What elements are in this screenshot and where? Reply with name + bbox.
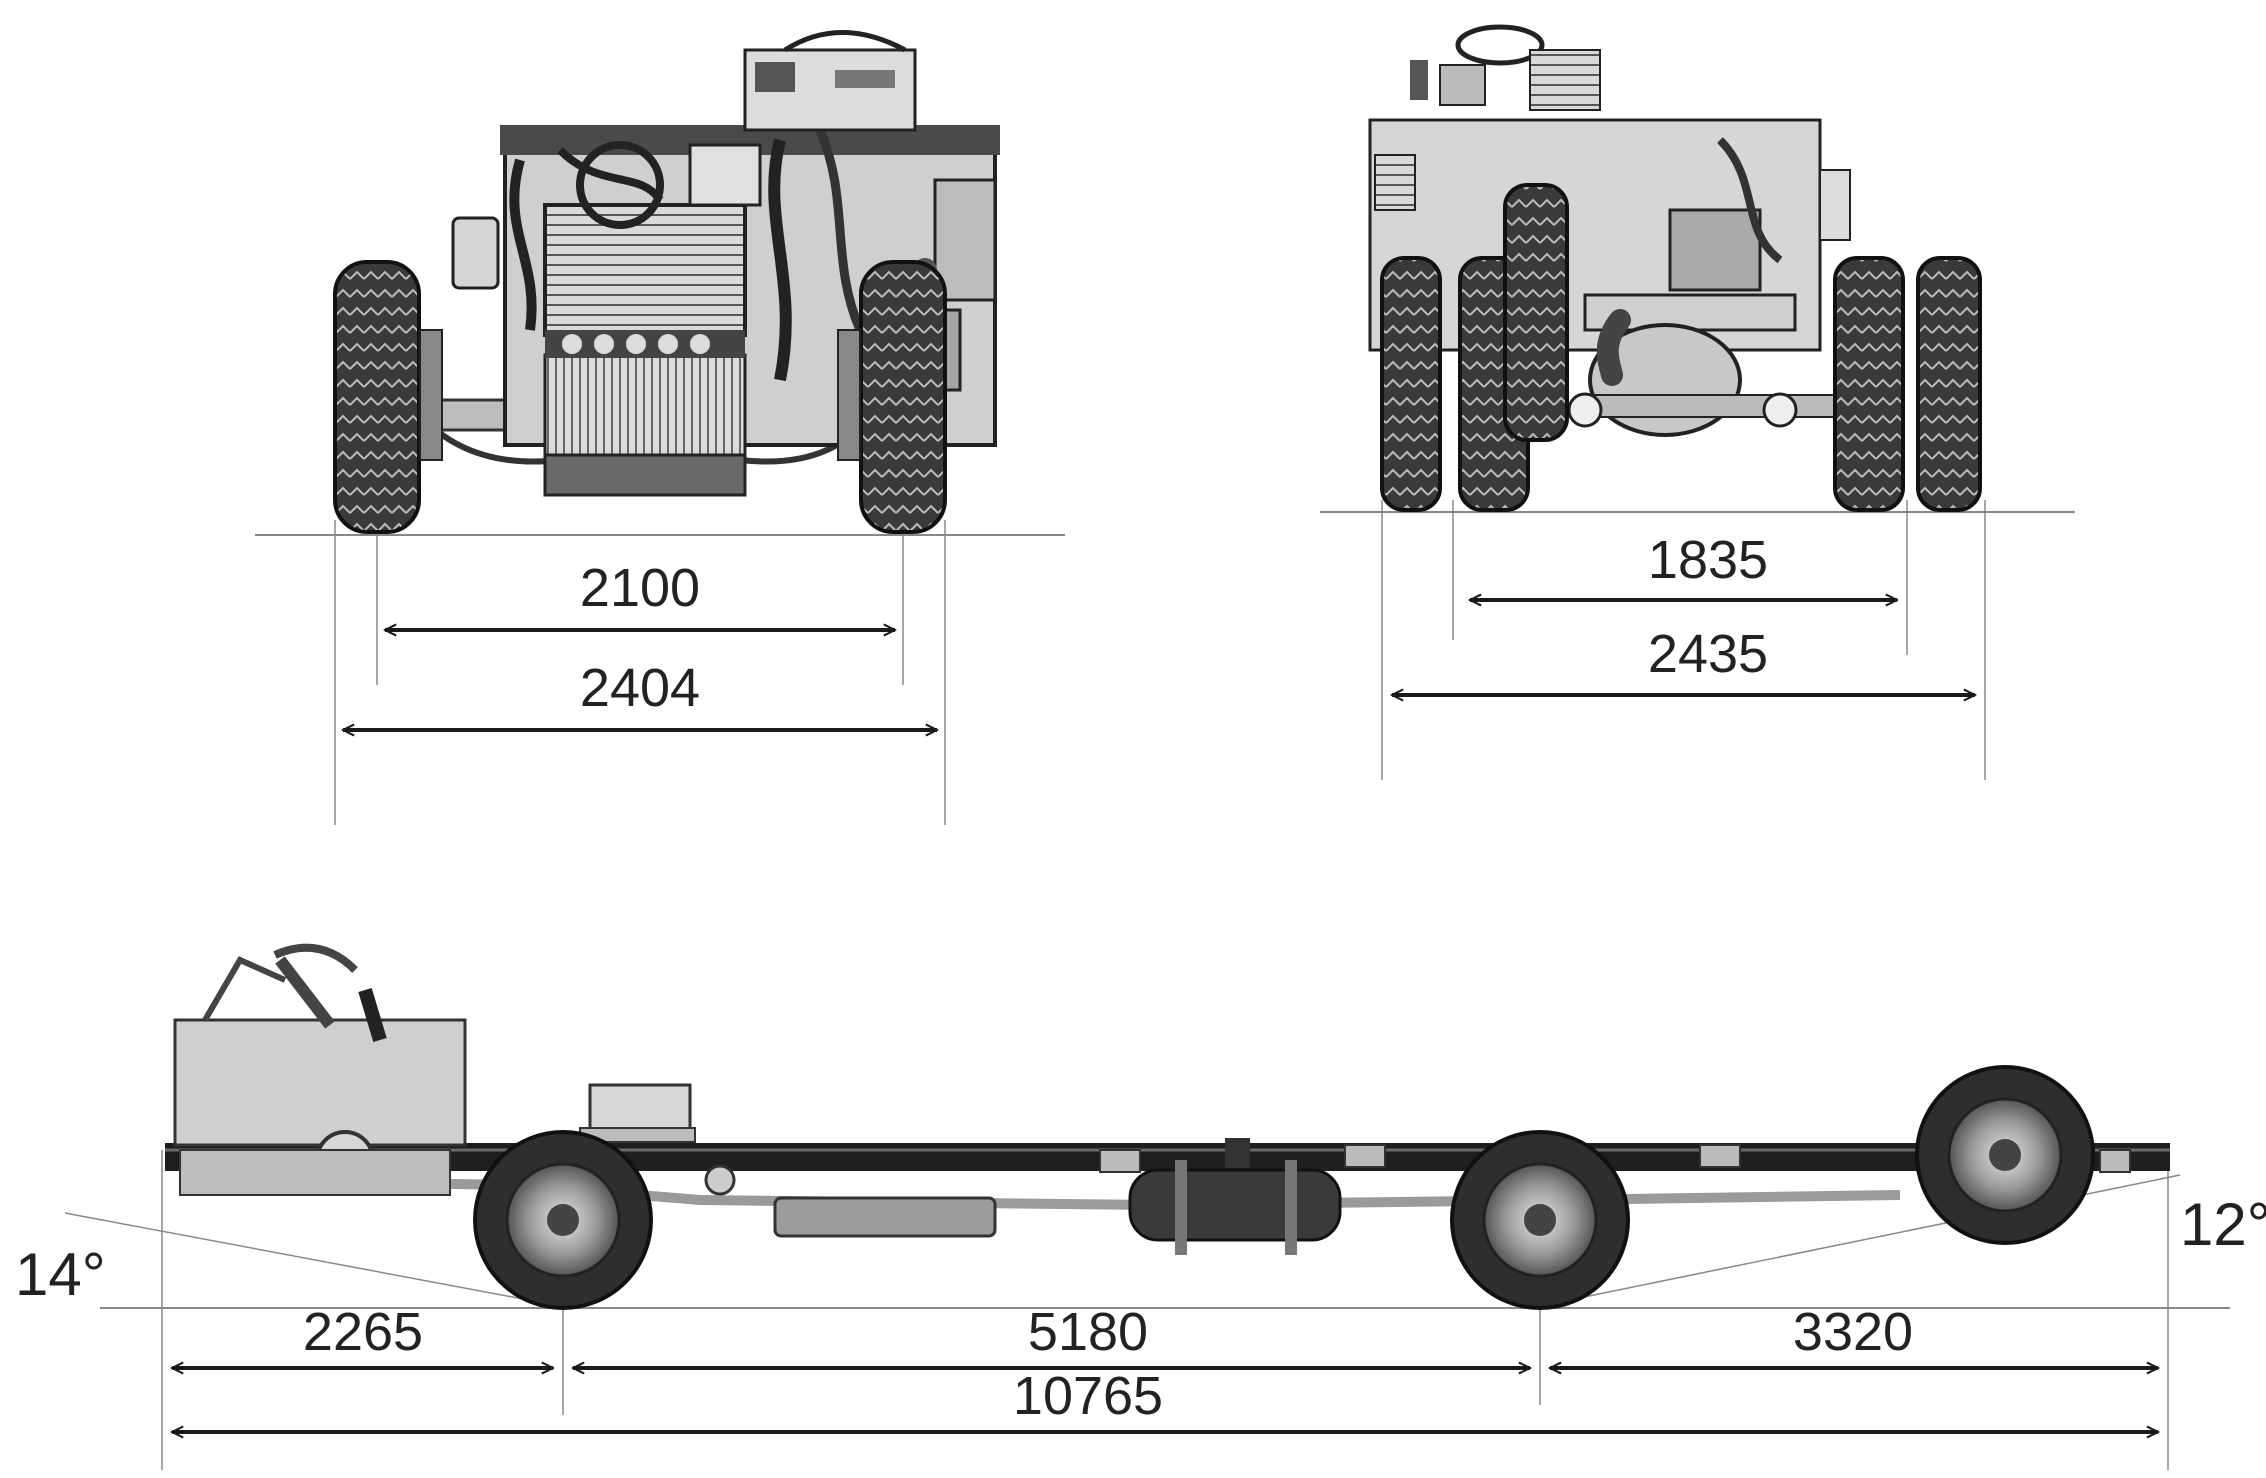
approach-angle-label: 14° [15, 1241, 106, 1308]
middle-wheel [1450, 1130, 1630, 1310]
wheelbase-label: 5180 [1028, 1302, 1148, 1362]
departure-angle-label: 12° [2180, 1191, 2266, 1258]
rear-track-label: 1835 [1648, 530, 1768, 590]
overall-length-label: 10765 [1013, 1366, 1163, 1426]
approach-angle-line [64, 1212, 556, 1306]
front-track-label: 2100 [580, 558, 700, 618]
rear-chassis-drawing [1368, 24, 1982, 512]
front-overhang-label: 2265 [303, 1302, 423, 1362]
rear-view: 1835 2435 [1320, 24, 2075, 780]
rear-wheel [1915, 1065, 2095, 1245]
rear-width-label: 2435 [1648, 624, 1768, 684]
side-view: 14° 12° 2265 5180 3320 10765 [15, 943, 2266, 1470]
front-view: 2100 2404 [255, 30, 1065, 825]
front-width-label: 2404 [580, 658, 700, 718]
front-wheel [473, 1130, 653, 1310]
front-chassis-drawing [333, 30, 1000, 534]
side-chassis-drawing [165, 943, 2170, 1310]
rear-overhang-label: 3320 [1793, 1302, 1913, 1362]
